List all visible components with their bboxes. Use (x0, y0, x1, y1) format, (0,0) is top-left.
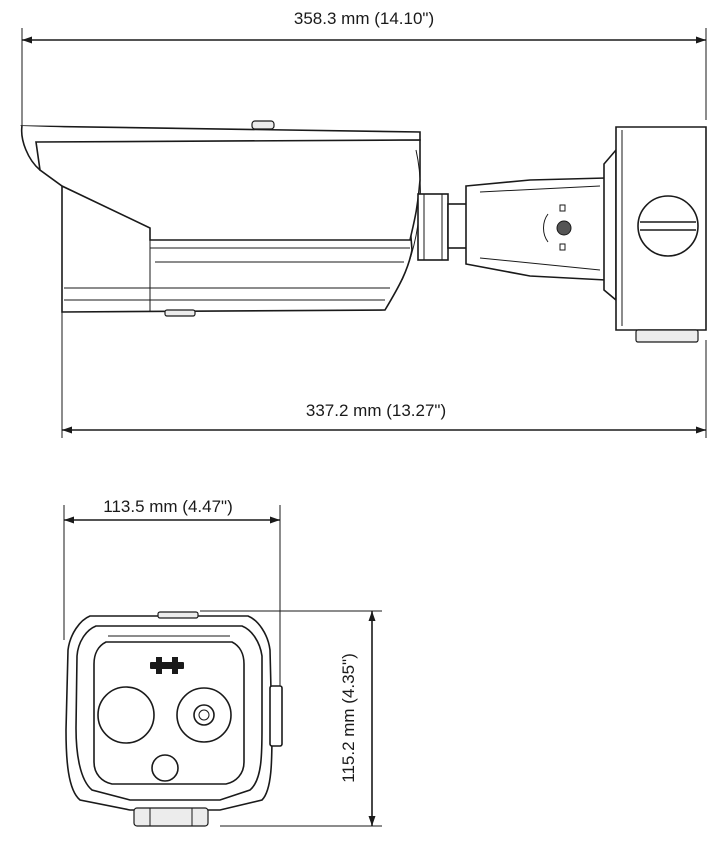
front-width-label: 113.5 mm (4.47") (103, 497, 233, 516)
optical-lens (176, 687, 232, 743)
front-view: 113.5 mm (4.47") (63, 497, 382, 827)
camera-housing (35, 139, 421, 317)
ir-illuminator (151, 754, 179, 782)
thermal-lens (97, 686, 155, 744)
junction-box (603, 126, 707, 343)
bracket-neck (417, 177, 617, 281)
overall-length-dimension: 358.3 mm (14.10") (21, 9, 707, 128)
front-width-dimension: 113.5 mm (4.47") (63, 497, 281, 690)
body-length-dimension: 337.2 mm (13.27") (61, 312, 707, 438)
overall-length-label: 358.3 mm (14.10") (294, 9, 434, 28)
body-length-label: 337.2 mm (13.27") (306, 401, 446, 420)
front-housing (65, 611, 283, 827)
brand-logo-icon (150, 657, 184, 674)
front-height-dimension: 115.2 mm (4.35") (200, 610, 382, 827)
side-view: 358.3 mm (14.10") (20, 9, 707, 438)
front-height-label: 115.2 mm (4.35") (339, 653, 358, 783)
